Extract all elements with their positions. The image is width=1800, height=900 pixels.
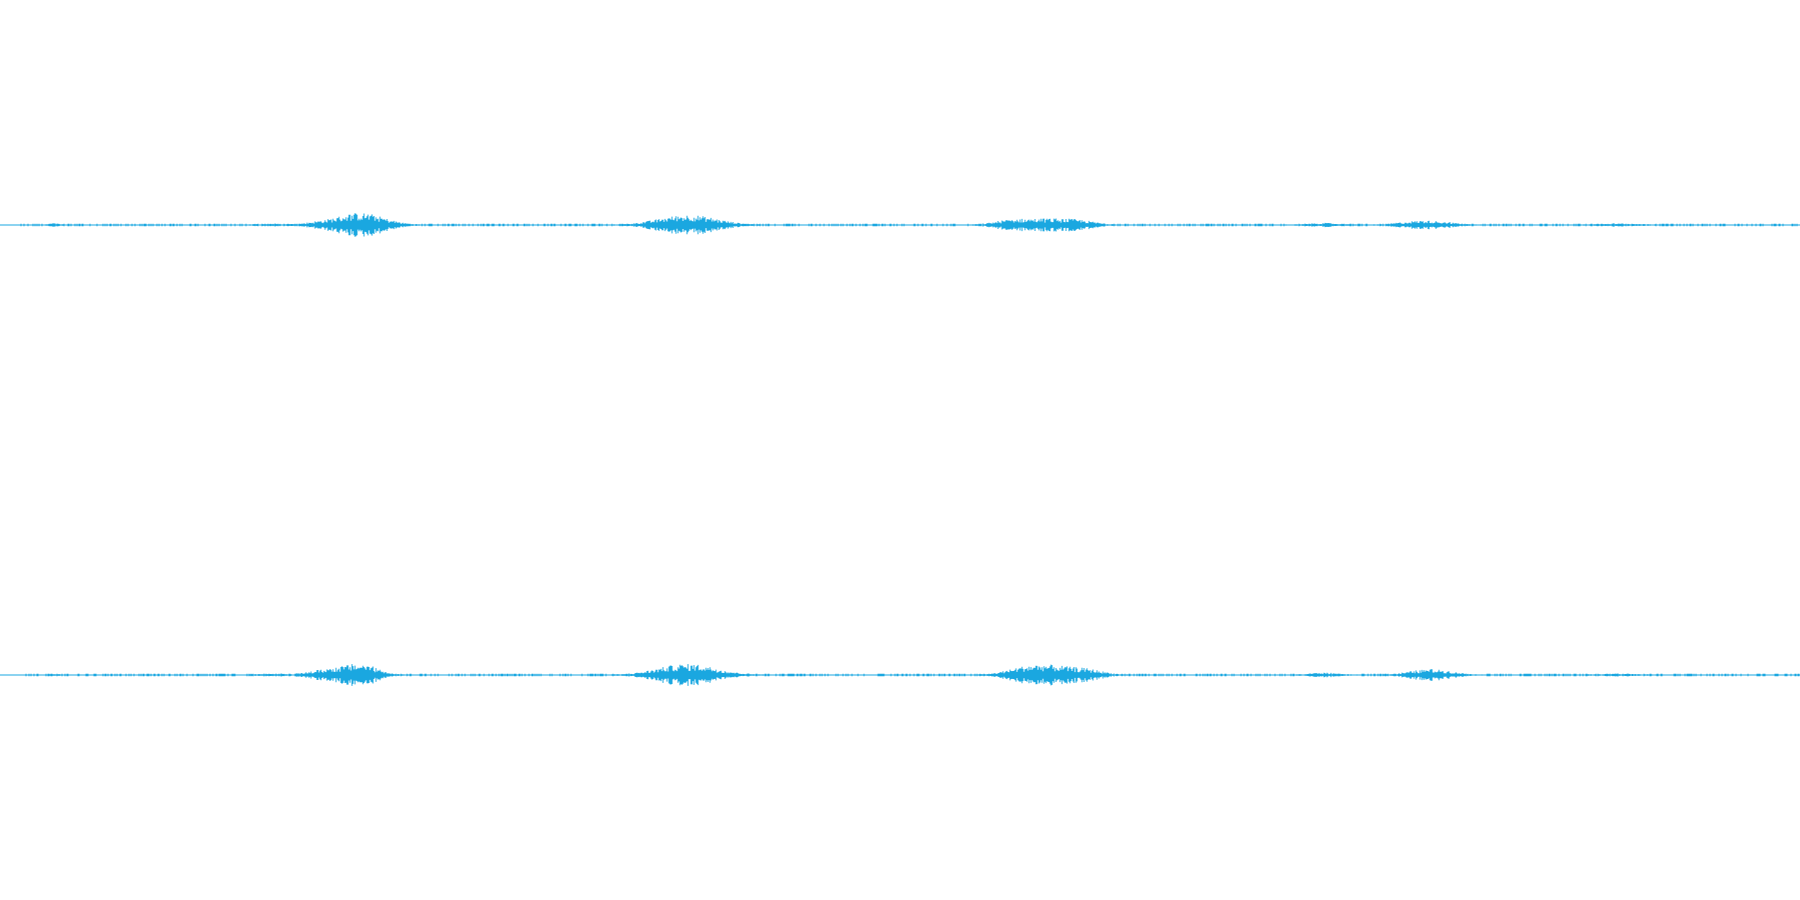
channel-2-signal — [17, 664, 1800, 686]
channel-1-signal — [17, 213, 1800, 237]
channel-1-waveform — [0, 213, 1800, 237]
channel-2-waveform — [0, 664, 1800, 686]
